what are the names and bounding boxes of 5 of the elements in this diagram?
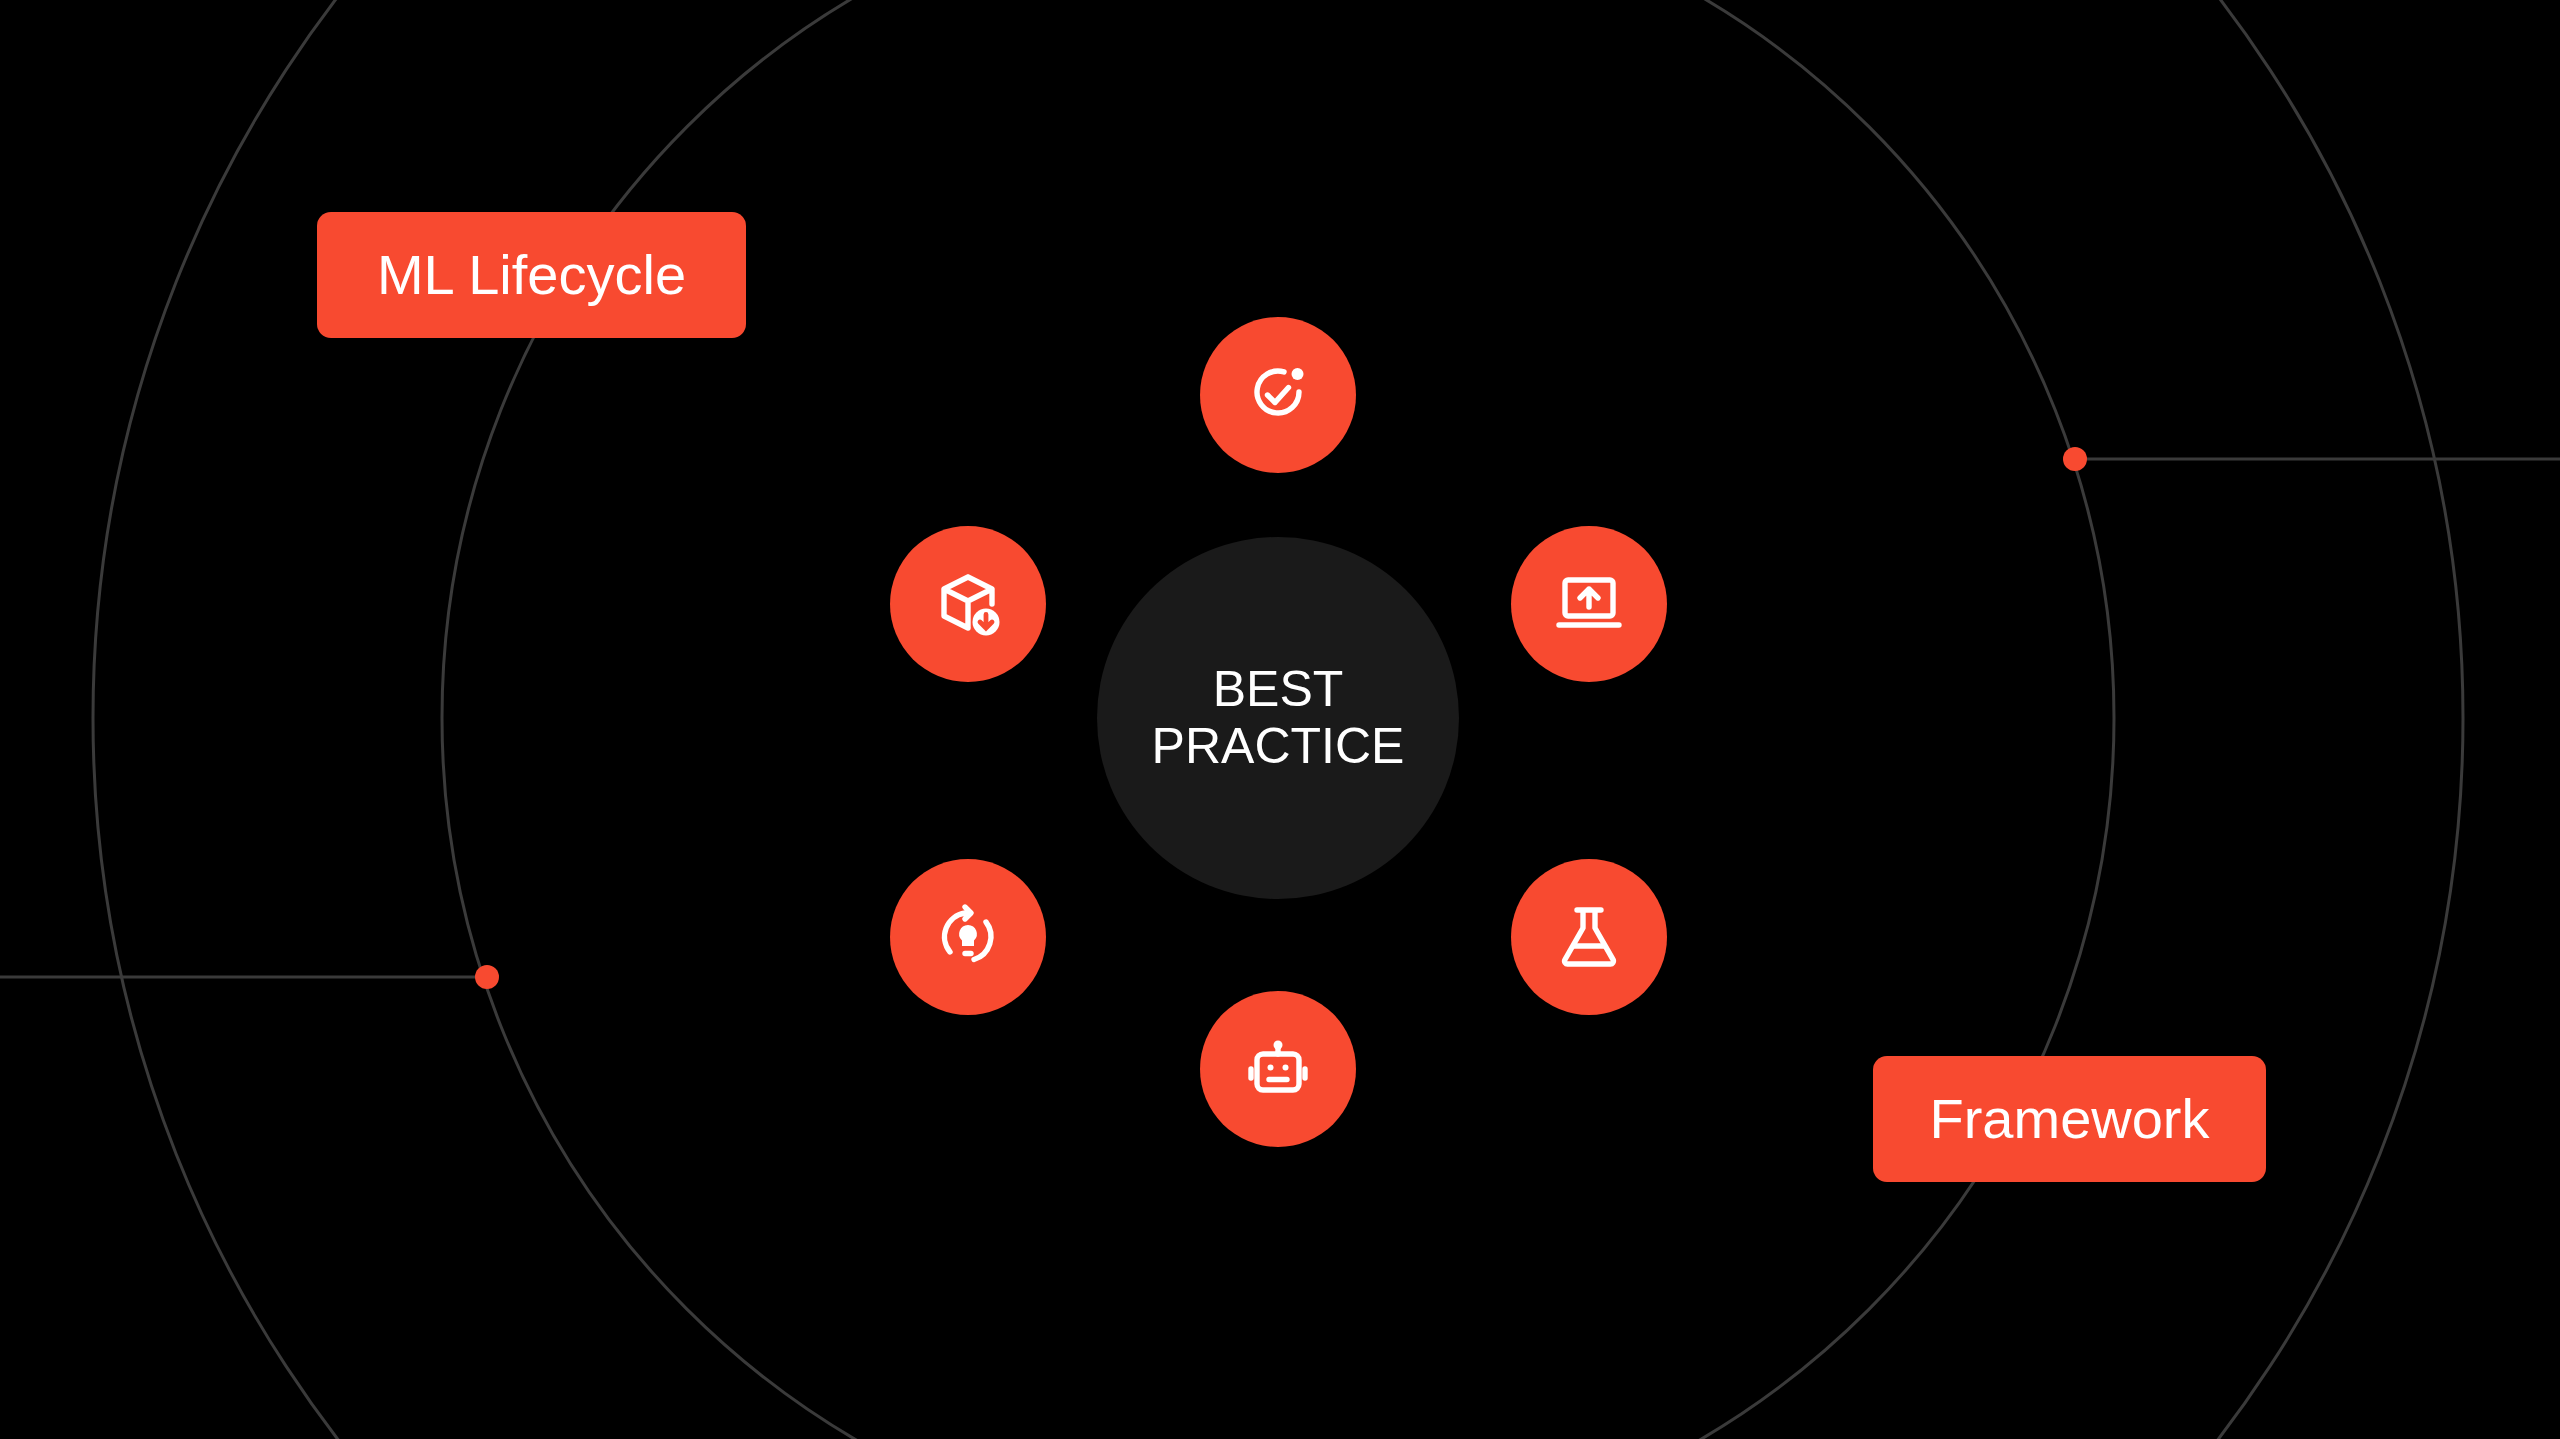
node-label: ML Lifecycle <box>376 242 687 308</box>
node-label: Framework <box>1929 1086 2210 1152</box>
label-box <box>1873 1056 2266 1182</box>
node-label: BEST PRACTICE <box>1150 660 1406 776</box>
label-box <box>317 212 746 338</box>
